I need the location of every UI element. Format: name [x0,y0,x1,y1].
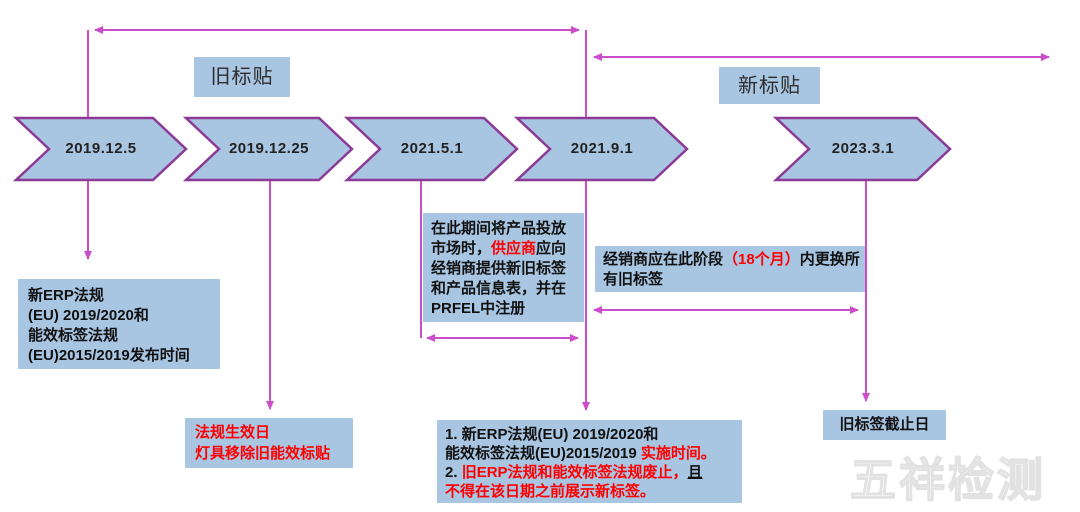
dealer-line1b: （18个月） [723,251,800,268]
supplier-line5: PRFEL中注册 [431,300,526,317]
implement-line1: 1. 新ERP法规(EU) 2019/2020和 [445,426,659,443]
annotation-effective-date: 法规生效日 灯具移除旧能效标贴 [185,418,353,468]
dealer-line1: 经销商应在此阶段（18个月）内更换所 [603,250,865,270]
deadline-text: 旧标签截止日 [839,416,930,433]
supplier-line2: 市场时，供应商应向 [431,239,584,259]
implement-line2b: 实施时间。 [640,445,716,462]
date-2019-12-25: 2019.12.25 [228,140,310,157]
phase-label-new: 新标贴 [719,67,820,104]
annotation-supplier-duty: 在此期间将产品投放 市场时，供应商应向 经销商提供新旧标签 和产品信息表，并在 … [423,213,584,322]
phase-label-old-text: 旧标贴 [210,66,274,88]
annotation-implementation: 1. 新ERP法规(EU) 2019/2020和 能效标签法规(EU)2015/… [437,420,742,503]
dealer-line2: 有旧标签 [603,271,664,288]
annotation-dealer-duty: 经销商应在此阶段（18个月）内更换所 有旧标签 [595,246,865,292]
dealer-line1a: 经销商应在此阶段 [603,251,724,268]
effective-line2: 灯具移除旧能效标贴 [195,445,331,462]
supplier-line2a: 市场时， [431,240,492,257]
phase-label-new-text: 新标贴 [738,74,801,97]
date-2023-3-1: 2023.3.1 [831,140,895,157]
supplier-line2c: 应向 [536,240,567,257]
watermark: 五祥检测 [849,453,1046,507]
phase-label-old: 旧标贴 [194,57,290,97]
dealer-line1c: 内更换所 [799,251,860,268]
effective-line1: 法规生效日 [195,424,271,441]
publish-line2: (EU) 2019/2020和 [28,307,149,324]
chevron-2021-5-1 [343,116,519,182]
chevron-2019-12-25 [182,116,354,182]
supplier-line4: 和产品信息表，并在 [431,280,567,297]
supplier-line2b: 供应商 [491,240,537,257]
implement-line3: 2. 旧ERP法规和能效标签法规废止，且 [445,463,742,482]
implement-line3b: 旧ERP法规和能效标签法规废止， [461,464,688,481]
publish-line1: 新ERP法规 [28,287,104,304]
publish-line4: (EU)2015/2019发布时间 [28,347,190,364]
implement-line3a: 2. [445,464,462,481]
annotation-publish-date: 新ERP法规 (EU) 2019/2020和 能效标签法规 (EU)2015/2… [18,279,220,369]
chevron-2023-3-1 [772,116,952,182]
annotation-old-label-deadline: 旧标签截止日 [823,410,946,440]
implement-line2: 能效标签法规(EU)2015/2019 实施时间。 [445,444,742,463]
implement-line3c: 且 [687,464,703,481]
implement-line4: 不得在该日期之前展示新标签。 [445,483,656,500]
chevron-2019-12-5 [12,116,188,182]
implement-line2a: 能效标签法规(EU)2015/2019 [445,445,641,462]
date-2021-5-1: 2021.5.1 [400,140,464,157]
supplier-line1: 在此期间将产品投放 [431,220,567,237]
chevron-2021-9-1 [513,116,689,182]
supplier-line3: 经销商提供新旧标签 [431,260,567,277]
publish-line3: 能效标签法规 [28,327,119,344]
date-2021-9-1: 2021.9.1 [570,140,634,157]
date-2019-12-5: 2019.12.5 [65,140,137,157]
